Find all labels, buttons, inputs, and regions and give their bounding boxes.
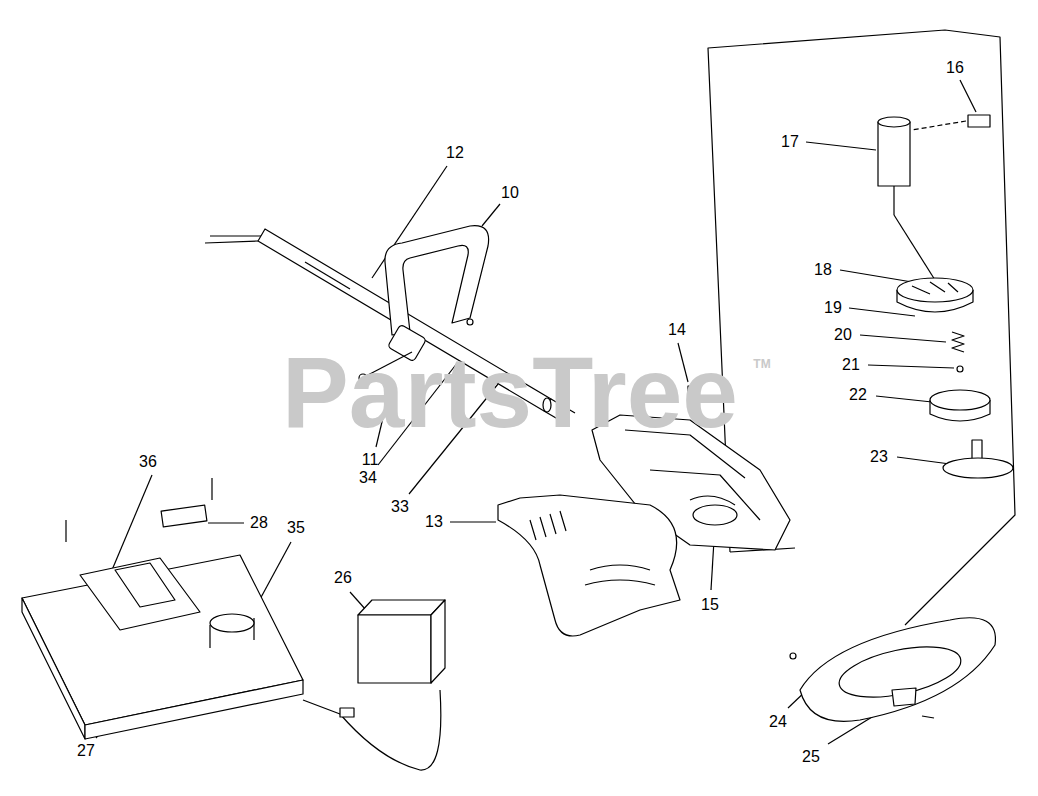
guard-opening	[835, 638, 965, 707]
disc	[943, 458, 1013, 478]
button	[957, 366, 963, 372]
callout-number: 24	[769, 714, 787, 730]
line-blade	[892, 688, 916, 706]
callout-number: 21	[842, 357, 860, 373]
guard-nut	[790, 653, 796, 659]
callout-number: 16	[946, 60, 964, 76]
callout-number: 10	[501, 185, 519, 201]
motor-can	[878, 122, 910, 186]
trademark-mark: TM	[753, 358, 770, 370]
charger-front	[358, 615, 431, 683]
leader-line	[849, 308, 915, 316]
callout-number: 35	[287, 520, 305, 536]
cover-body	[498, 495, 680, 636]
charger	[303, 600, 445, 770]
plug	[340, 708, 354, 717]
callout-number: 17	[781, 134, 799, 150]
callout-number: 20	[834, 327, 852, 343]
leader-line	[112, 475, 152, 570]
shaft-detail	[305, 262, 350, 289]
callout-number: 19	[824, 300, 842, 316]
callout-number: 18	[814, 262, 832, 278]
fan-blades	[912, 282, 958, 294]
spool-assembly	[878, 115, 1013, 478]
charger-side	[431, 600, 445, 683]
base-side	[22, 598, 85, 739]
watermark: PartsTree	[282, 342, 738, 442]
leader-line	[960, 80, 976, 112]
callout-number: 26	[334, 570, 352, 586]
callout-number: 11	[362, 452, 379, 468]
motor-shaft	[893, 186, 894, 215]
spool	[930, 390, 990, 410]
guard-body	[800, 618, 995, 722]
leader-line	[482, 204, 500, 226]
guard	[790, 618, 995, 722]
charger-top	[358, 600, 445, 615]
screw	[65, 520, 66, 542]
leader-line	[350, 592, 366, 610]
callout-number: 27	[77, 743, 95, 759]
handle-loop	[385, 226, 489, 335]
housing-socket	[693, 505, 737, 525]
callout-number: 34	[359, 470, 377, 486]
callout-number: 25	[802, 749, 820, 765]
spring	[952, 332, 964, 352]
callout-number: 36	[139, 454, 157, 470]
leader-line	[868, 365, 954, 368]
callout-number: 12	[446, 145, 464, 161]
brush-line	[912, 121, 966, 130]
leader-line	[208, 522, 244, 523]
shaft-cord	[205, 236, 262, 243]
blade-screw	[922, 716, 934, 718]
leader-line	[876, 396, 932, 402]
cradle-slot	[115, 563, 175, 607]
base-front	[85, 680, 303, 739]
brush	[968, 115, 990, 127]
housing-cover	[498, 495, 680, 636]
base-cradle	[80, 558, 200, 630]
charger-base	[22, 478, 303, 739]
post-top	[210, 614, 254, 632]
callout-number: 14	[668, 322, 686, 338]
motor-top	[878, 117, 910, 127]
leader-line	[840, 270, 912, 282]
fan	[897, 278, 973, 302]
charger-cord	[303, 690, 441, 770]
axis-line	[894, 215, 935, 280]
handle-nut	[467, 319, 473, 325]
leader-line	[897, 457, 950, 464]
callout-number: 28	[250, 515, 268, 531]
callout-number: 15	[701, 597, 719, 613]
contact-plate	[161, 505, 207, 527]
leader-line	[860, 335, 946, 342]
leader-line	[450, 521, 496, 522]
callout-number: 13	[425, 514, 443, 530]
leader-line	[711, 540, 714, 590]
leader-line	[806, 142, 876, 150]
cover-slots	[530, 511, 655, 585]
leader-line	[372, 166, 447, 278]
callout-number: 23	[870, 449, 888, 465]
screw	[211, 478, 212, 500]
callout-number: 33	[391, 499, 409, 515]
callout-number: 22	[849, 387, 867, 403]
